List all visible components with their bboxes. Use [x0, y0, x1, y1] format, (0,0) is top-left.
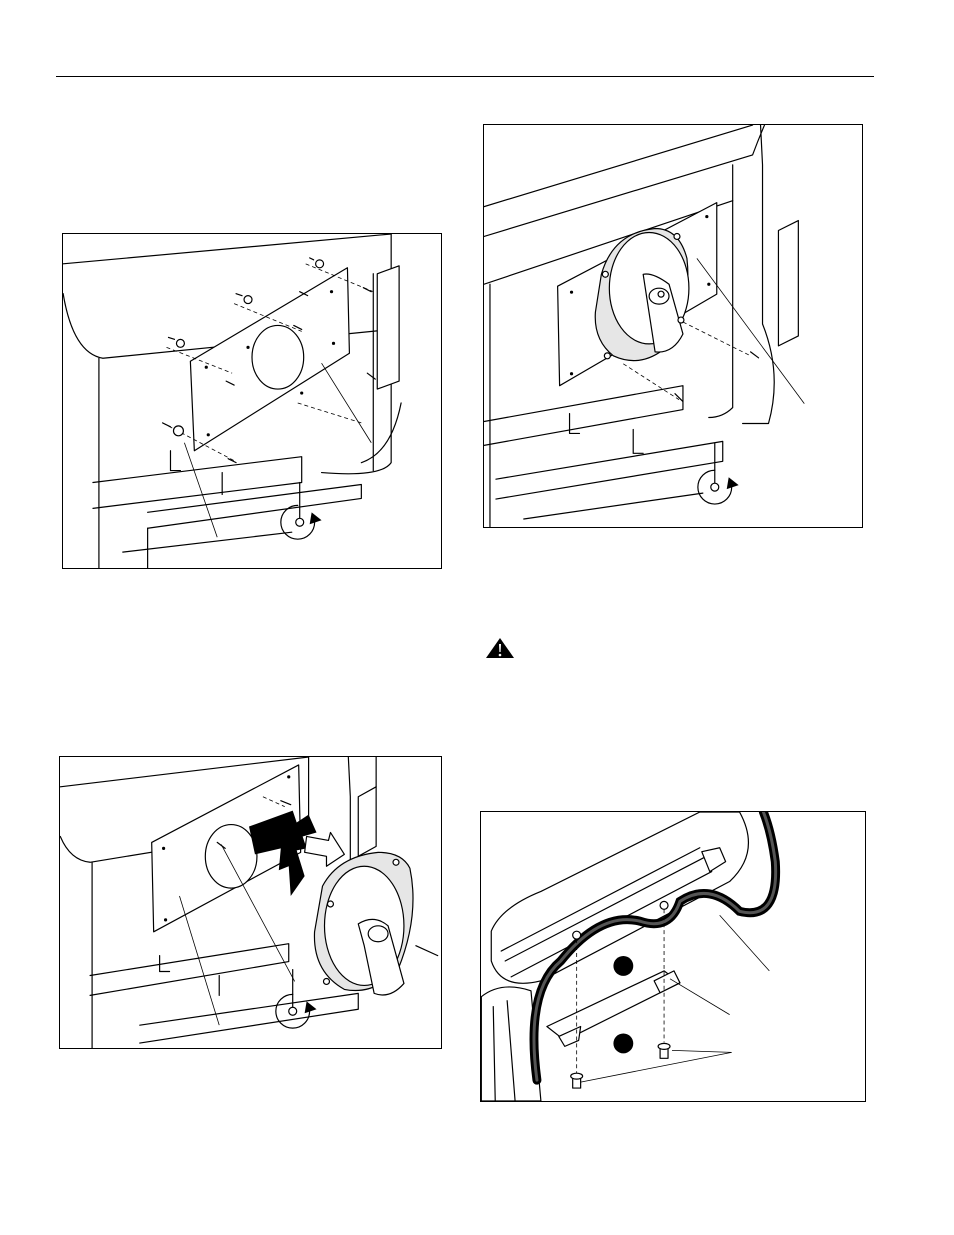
header-rule: [56, 76, 874, 77]
figure-mount-attaching: [59, 756, 442, 1049]
figure-adapter-plate-drawing: [63, 234, 441, 568]
figure-mount-installed-drawing: [484, 125, 862, 527]
figure-cable-clamp-drawing: [481, 812, 865, 1101]
screwdriver-rotate-icon: [698, 443, 739, 504]
figure-cable-clamp: [480, 811, 866, 1102]
figure-adapter-plate: [62, 233, 442, 569]
warning-triangle-icon: [485, 637, 515, 659]
figure-mount-attaching-drawing: [60, 757, 441, 1048]
figure-mount-installed: [483, 124, 863, 528]
